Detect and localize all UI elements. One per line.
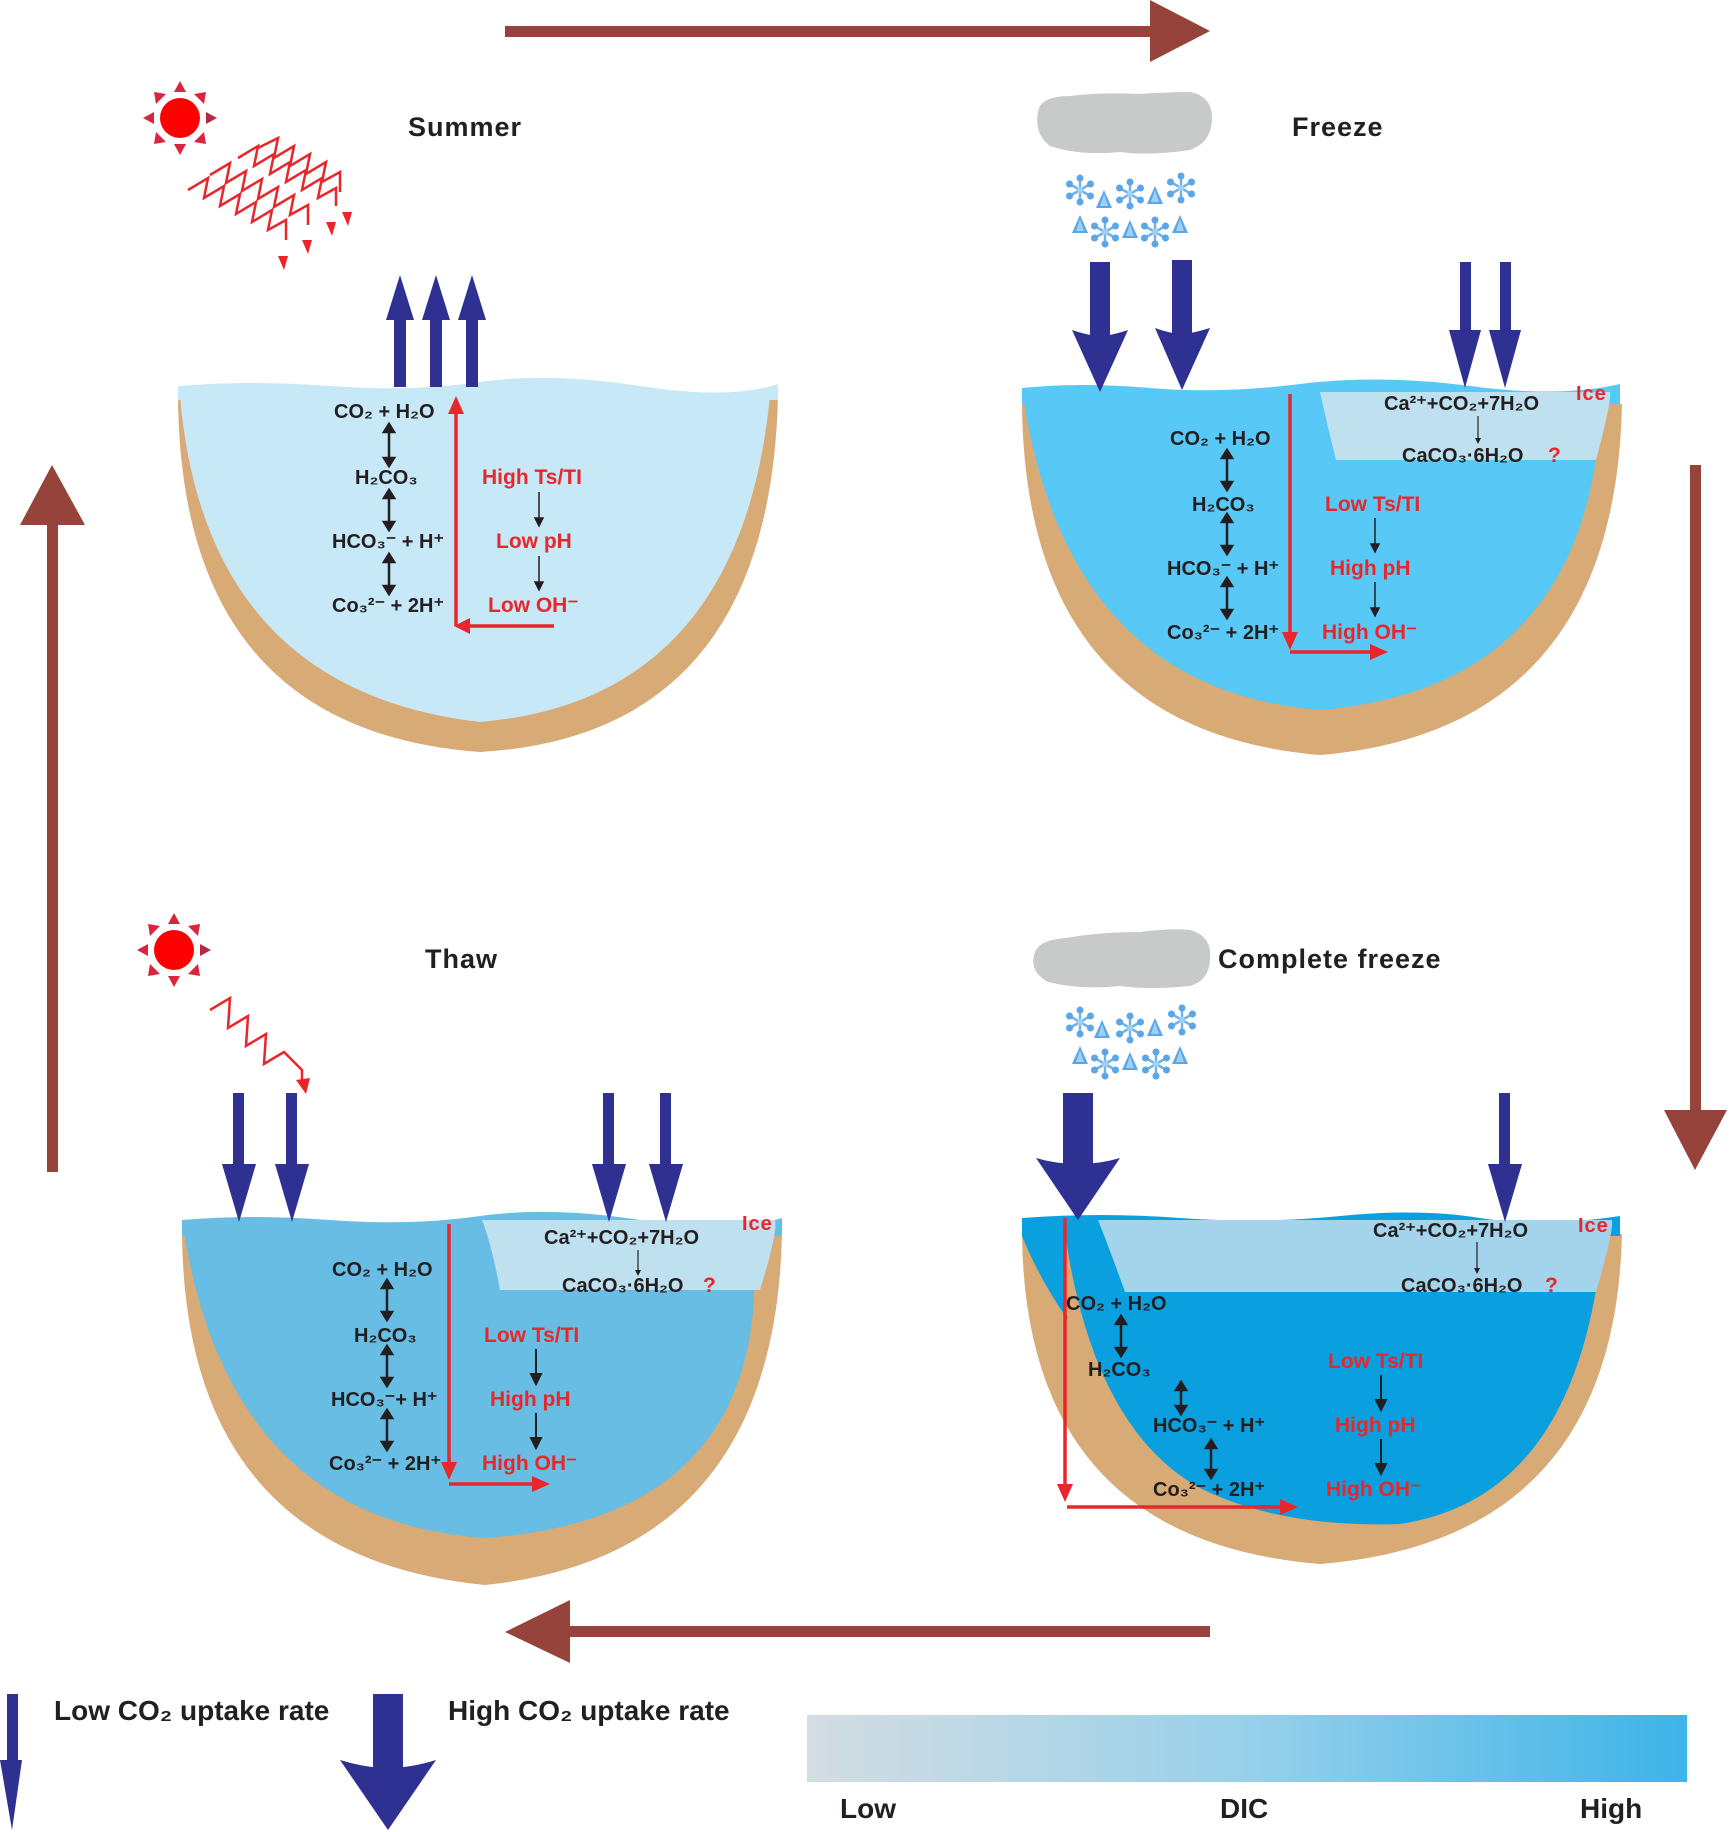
legend-high-rate-arrow-icon [288, 1694, 436, 1830]
dic-scale-label: DIC [1220, 1793, 1268, 1824]
driver-chain: High Ts/TI Low pH Low OH⁻ [482, 466, 582, 617]
species-hco3-h: HCO₃⁻ + H⁺ [332, 531, 444, 553]
uncertainty-mark: ? [703, 1274, 716, 1297]
ice-precipitation-reaction: Ca²⁺+CO₂+7H₂O CaCO₃·6H₂O ? Ice [1384, 383, 1607, 467]
driver-chain: Low Ts/TI High pH High OH⁻ [1326, 1350, 1423, 1501]
uncertainty-mark: ? [1548, 444, 1561, 467]
snow-icon [1064, 171, 1197, 249]
driver-ph: High pH [1335, 1414, 1415, 1437]
species-co2-h2o: CO₂ + H₂O [1066, 1293, 1167, 1315]
ice-layer [1098, 1220, 1613, 1292]
driver-oh: High OH⁻ [1322, 621, 1417, 644]
species-co3-2h: Co₃²⁻ + 2H⁺ [329, 1453, 441, 1475]
species-hco3-h: HCO₃⁻ + H⁺ [1167, 558, 1279, 580]
carbonate-equilibrium: CO₂ + H₂O H₂CO₃ HCO₃⁻ + H⁺ Co₃²⁻ + 2H⁺ [332, 401, 444, 617]
panel-thaw: Thaw Ca²⁺+CO₂+7H₂O CaCO₃·6H₂O ? Ice CO₂ … [137, 913, 782, 1585]
cloud-icon [1037, 92, 1212, 154]
ice-label: Ice [1576, 383, 1607, 405]
driver-oh: High OH⁻ [482, 1452, 577, 1475]
species-h2co3: H₂CO₃ [354, 1325, 417, 1347]
ice-label: Ice [742, 1213, 773, 1235]
co2-uptake-arrows-high [1072, 260, 1210, 392]
cycle-arrow-down [1664, 465, 1727, 1170]
sun-icon [143, 81, 217, 155]
ice-product: CaCO₃·6H₂O [1401, 1275, 1522, 1297]
driver-ph: Low pH [496, 530, 572, 553]
co2-uptake-arrow-high [1036, 1093, 1120, 1220]
cycle-arrow-right [505, 0, 1210, 62]
panel-title-summer: Summer [408, 112, 522, 142]
ice-precipitation-reaction: Ca²⁺+CO₂+7H₂O CaCO₃·6H₂O ? Ice [1373, 1215, 1609, 1297]
carbonate-equilibrium: CO₂ + H₂O H₂CO₃ HCO₃⁻ + H⁺ Co₃²⁻ + 2H⁺ [1066, 1293, 1265, 1501]
driver-temperature: Low Ts/TI [1328, 1350, 1423, 1373]
driver-chain: Low Ts/TI High pH High OH⁻ [482, 1324, 579, 1475]
water-body [180, 396, 770, 722]
panel-freeze: Freeze Ca²⁺+CO₂+7H₂O CaCO₃·6H₂O ? [1022, 92, 1622, 755]
dic-color-scale [807, 1715, 1687, 1782]
panel-title-thaw: Thaw [425, 944, 498, 974]
cycle-arrow-up [20, 465, 85, 1172]
feedback-arrow [448, 396, 554, 634]
species-hco3-h: HCO₃⁻ + H⁺ [1153, 1415, 1265, 1437]
ice-precipitation-reaction: Ca²⁺+CO₂+7H₂O CaCO₃·6H₂O ? Ice [544, 1213, 773, 1297]
species-h2co3: H₂CO₃ [355, 467, 418, 489]
carbonate-equilibrium: CO₂ + H₂O H₂CO₃ HCO₃⁻+ H⁺ Co₃²⁻ + 2H⁺ [329, 1259, 441, 1475]
ice-product: CaCO₃·6H₂O [1402, 445, 1523, 467]
panel-title-freeze: Freeze [1292, 112, 1384, 142]
legend: Low CO₂ uptake rate High CO₂ uptake rate… [0, 1694, 1687, 1830]
co2-uptake-arrow-low [1488, 1093, 1522, 1222]
sun-icon [137, 913, 211, 987]
species-co2-h2o: CO₂ + H₂O [1170, 428, 1271, 450]
heat-waves-icon [187, 135, 342, 240]
driver-ph: High pH [1330, 557, 1410, 580]
co2-uptake-arrows-low [1449, 262, 1521, 388]
cycle-arrow-left [505, 1600, 1210, 1663]
species-co3-2h: Co₃²⁻ + 2H⁺ [1167, 622, 1279, 644]
ice-product: CaCO₃·6H₂O [562, 1275, 683, 1297]
legend-low-rate-label: Low CO₂ uptake rate [54, 1695, 329, 1726]
driver-temperature: Low Ts/TI [1325, 493, 1420, 516]
cloud-icon [1033, 929, 1211, 988]
species-h2co3: H₂CO₃ [1192, 494, 1255, 516]
co2-outgassing-arrows [386, 275, 486, 387]
species-co3-2h: Co₃²⁻ + 2H⁺ [332, 595, 444, 617]
species-h2co3: H₂CO₃ [1088, 1359, 1151, 1381]
feedback-arrow [1282, 394, 1388, 660]
driver-oh: Low OH⁻ [488, 594, 578, 617]
panel-title-complete-freeze: Complete freeze [1218, 944, 1442, 974]
driver-ph: High pH [490, 1388, 570, 1411]
driver-chain: Low Ts/TI High pH High OH⁻ [1322, 493, 1420, 644]
species-co2-h2o: CO₂ + H₂O [334, 401, 435, 423]
driver-temperature: Low Ts/TI [484, 1324, 579, 1347]
ice-layer [482, 1220, 776, 1290]
species-co2-h2o: CO₂ + H₂O [332, 1259, 433, 1281]
species-co3-2h: Co₃²⁻ + 2H⁺ [1153, 1479, 1265, 1501]
legend-low-rate-arrow-icon [0, 1694, 22, 1830]
species-hco3-h: HCO₃⁻+ H⁺ [331, 1389, 437, 1411]
ice-reactants: Ca²⁺+CO₂+7H₂O [1384, 393, 1539, 415]
co2-uptake-arrows-low [222, 1093, 683, 1222]
carbonate-equilibrium: CO₂ + H₂O H₂CO₃ HCO₃⁻ + H⁺ Co₃²⁻ + 2H⁺ [1167, 428, 1279, 644]
ice-reactants: Ca²⁺+CO₂+7H₂O [1373, 1220, 1528, 1242]
dic-scale-high: High [1580, 1793, 1642, 1824]
feedback-arrow [1057, 1218, 1298, 1515]
dic-scale-low: Low [840, 1793, 896, 1824]
panel-summer: Summer CO₂ + H₂O H₂CO₃ HCO₃⁻ + H⁺ [143, 81, 778, 752]
ice-label: Ice [1578, 1215, 1609, 1237]
ice-layer [1320, 392, 1611, 460]
legend-high-rate-label: High CO₂ uptake rate [448, 1695, 730, 1726]
heat-wave-icon [209, 995, 310, 1094]
snow-icon [1064, 1003, 1198, 1081]
driver-temperature: High Ts/TI [482, 466, 582, 489]
driver-oh: High OH⁻ [1326, 1478, 1421, 1501]
ice-reactants: Ca²⁺+CO₂+7H₂O [544, 1227, 699, 1249]
panel-complete-freeze: Complete freeze Ca²⁺+CO₂+7H₂O CaCO₃·6H₂O… [1022, 929, 1622, 1564]
uncertainty-mark: ? [1545, 1274, 1558, 1297]
feedback-arrow [441, 1224, 550, 1492]
